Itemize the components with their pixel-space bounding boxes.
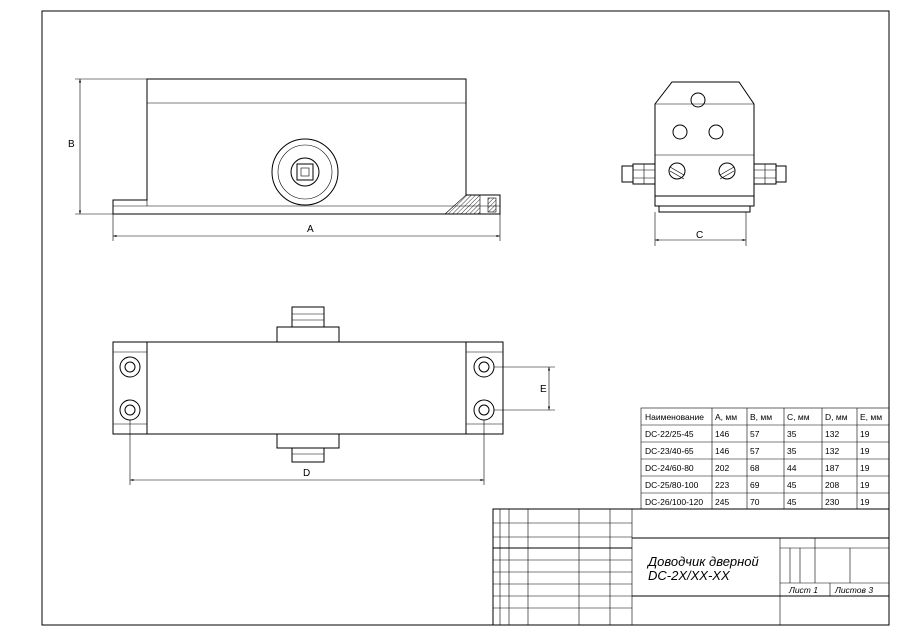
spec-cell: 19: [860, 480, 870, 490]
spec-table: Наименование A, мм B, мм C, мм D, мм E, …: [645, 412, 882, 507]
spec-cell: 19: [860, 497, 870, 507]
sheet-number: Лист 1: [788, 585, 818, 595]
spec-cell: 230: [825, 497, 839, 507]
title-block-grid: [492, 508, 890, 626]
dim-label-d: D: [303, 468, 310, 479]
spec-cell: DC-26/100-120: [645, 497, 703, 507]
spec-cell: 35: [787, 429, 797, 439]
spec-cell: 202: [715, 463, 729, 473]
spec-header-d: D, мм: [825, 412, 848, 422]
dim-label-c: C: [696, 230, 703, 241]
dim-label-a: A: [307, 224, 314, 235]
dim-label-b: B: [68, 139, 75, 150]
drawing-code: DC-2X/XX-XX: [648, 568, 731, 583]
spec-table-grid: [640, 407, 890, 510]
spec-cell: 68: [750, 463, 760, 473]
spec-cell: DC-25/80-100: [645, 480, 699, 490]
spec-header-b: B, мм: [750, 412, 772, 422]
spec-cell: 70: [750, 497, 760, 507]
spec-cell: 35: [787, 446, 797, 456]
side-view: [621, 81, 787, 246]
spec-cell: 19: [860, 463, 870, 473]
spec-cell: DC-23/40-65: [645, 446, 694, 456]
spec-cell: 69: [750, 480, 760, 490]
spec-cell: 245: [715, 497, 729, 507]
spec-cell: 146: [715, 446, 729, 456]
drawing-title: Доводчик дверной: [646, 554, 759, 569]
spec-cell: DC-24/60-80: [645, 463, 694, 473]
spec-cell: 208: [825, 480, 839, 490]
spec-cell: 57: [750, 446, 760, 456]
spec-cell: 187: [825, 463, 839, 473]
spec-header-c: C, мм: [787, 412, 810, 422]
spec-cell: 19: [860, 429, 870, 439]
spec-cell: DC-22/25-45: [645, 429, 694, 439]
spec-header-name: Наименование: [645, 412, 704, 422]
spec-header-a: A, мм: [715, 412, 737, 422]
spec-cell: 223: [715, 480, 729, 490]
spec-cell: 146: [715, 429, 729, 439]
drawing-frame: [41, 10, 890, 626]
front-view: [75, 78, 501, 241]
sheet-count: Листов 3: [834, 585, 873, 595]
top-view: [112, 306, 555, 485]
spec-cell: 45: [787, 497, 797, 507]
spec-cell: 19: [860, 446, 870, 456]
spec-cell: 45: [787, 480, 797, 490]
spec-cell: 44: [787, 463, 797, 473]
spec-cell: 132: [825, 446, 839, 456]
spec-cell: 132: [825, 429, 839, 439]
spec-header-e: E, мм: [860, 412, 882, 422]
spec-cell: 57: [750, 429, 760, 439]
dim-label-e: E: [540, 384, 547, 395]
front-shaft: [271, 138, 339, 206]
